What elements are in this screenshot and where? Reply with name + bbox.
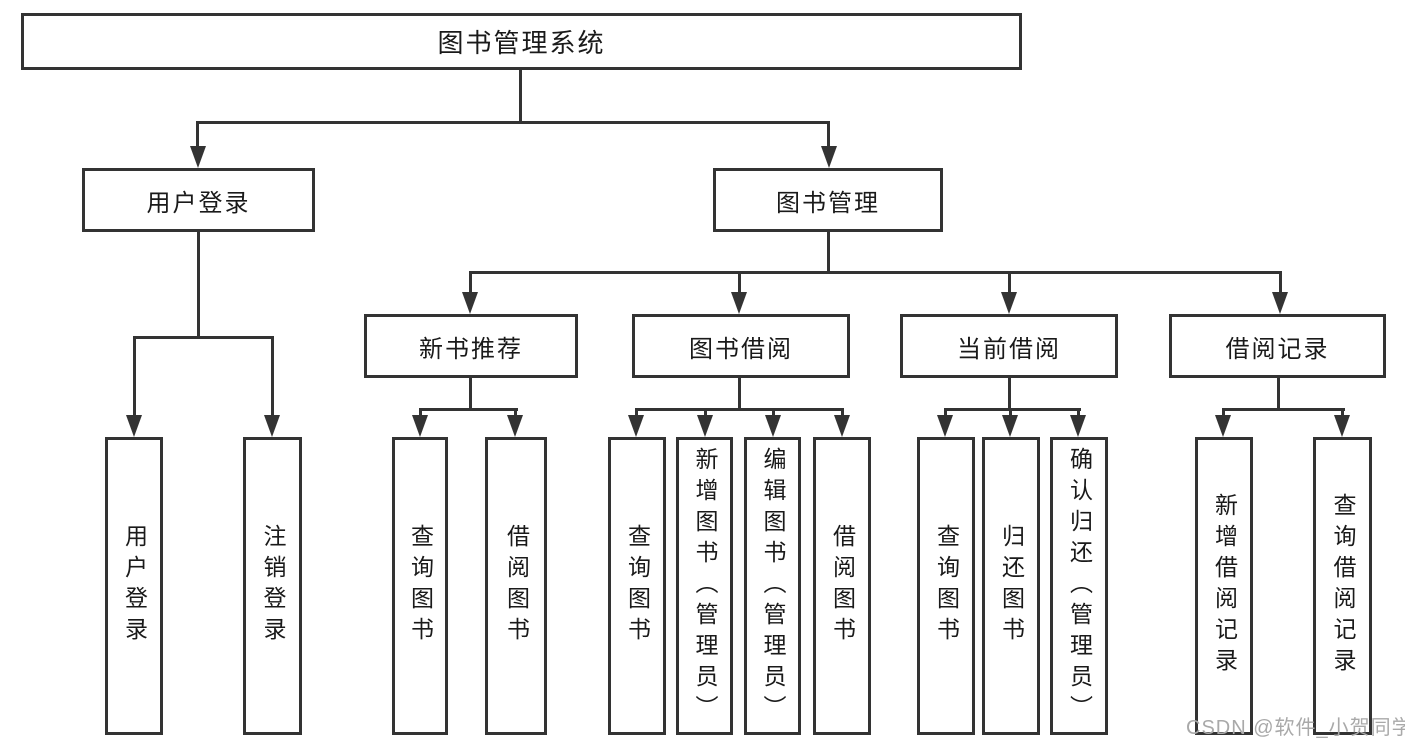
arrow-down-icon <box>628 415 644 437</box>
connector-line <box>1279 271 1282 293</box>
arrow-down-icon <box>190 146 206 168</box>
node-root-label: 图书管理系统 <box>437 28 606 58</box>
leaf-logout-label: 注销登录 <box>260 524 286 648</box>
arrow-down-icon <box>1334 415 1350 437</box>
connector-line <box>738 378 741 410</box>
leaf-logout: 注销登录 <box>243 437 302 735</box>
node-new-book-recommendation: 新书推荐 <box>364 314 578 378</box>
connector-line <box>133 336 136 416</box>
connector-line <box>841 408 844 416</box>
connector-line <box>196 121 199 148</box>
connector-line <box>1008 378 1011 410</box>
node-new-book-recommendation-label: 新书推荐 <box>419 335 523 363</box>
leaf-query-books-borrowing-label: 查询图书 <box>624 524 651 648</box>
leaf-borrow-books-borrowing: 借阅图书 <box>813 437 871 735</box>
node-current-borrowing-label: 当前借阅 <box>957 335 1061 363</box>
node-borrowing-records-label: 借阅记录 <box>1225 335 1330 363</box>
node-user-login: 用户登录 <box>82 168 315 232</box>
leaf-query-borrow-record-label: 查询借阅记录 <box>1330 493 1356 679</box>
leaf-user-login: 用户登录 <box>105 437 163 735</box>
connector-line <box>704 408 707 416</box>
leaf-borrow-books-newbooks: 借阅图书 <box>485 437 547 735</box>
node-book-borrowing-label: 图书借阅 <box>689 335 793 363</box>
connector-line <box>519 70 522 123</box>
connector-line <box>635 408 638 416</box>
arrow-down-icon <box>937 415 953 437</box>
arrow-down-icon <box>1001 292 1017 314</box>
node-book-management: 图书管理 <box>713 168 943 232</box>
node-borrowing-records: 借阅记录 <box>1169 314 1386 378</box>
node-user-login-label: 用户登录 <box>146 189 251 217</box>
arrow-down-icon <box>1002 415 1018 437</box>
connector-line <box>469 271 472 293</box>
arrow-down-icon <box>126 415 142 437</box>
connector-line <box>1077 408 1080 416</box>
arrow-down-icon <box>507 415 523 437</box>
leaf-query-books-current-label: 查询图书 <box>933 524 960 648</box>
leaf-add-borrow-record: 新增借阅记录 <box>1195 437 1253 735</box>
arrow-down-icon <box>1215 415 1231 437</box>
connector-line <box>419 408 422 416</box>
arrow-down-icon <box>1272 292 1288 314</box>
connector-line <box>419 408 518 411</box>
leaf-edit-books-admin: 编辑图书（管理员） <box>744 437 801 735</box>
leaf-return-books: 归还图书 <box>982 437 1040 735</box>
leaf-add-books-admin: 新增图书（管理员） <box>676 437 733 735</box>
node-current-borrowing: 当前借阅 <box>900 314 1118 378</box>
leaf-confirm-return-admin: 确认归还（管理员） <box>1050 437 1108 735</box>
connector-line <box>1009 408 1012 416</box>
connector-line <box>1277 378 1280 410</box>
leaf-borrow-books-newbooks-label: 借阅图书 <box>503 524 530 648</box>
leaf-query-borrow-record: 查询借阅记录 <box>1313 437 1372 735</box>
connector-line <box>944 408 1081 411</box>
connector-line <box>944 408 947 416</box>
arrow-down-icon <box>412 415 428 437</box>
connector-line <box>1222 408 1345 411</box>
connector-line <box>772 408 775 416</box>
leaf-confirm-return-admin-label: 确认归还（管理员） <box>1066 446 1093 726</box>
node-book-borrowing: 图书借阅 <box>632 314 850 378</box>
connector-line <box>469 378 472 410</box>
arrow-down-icon <box>834 415 850 437</box>
connector-line <box>133 336 273 339</box>
connector-line <box>1222 408 1225 416</box>
leaf-query-books-borrowing: 查询图书 <box>608 437 666 735</box>
connector-line <box>197 232 200 338</box>
connector-line <box>469 271 1282 274</box>
leaf-add-borrow-record-label: 新增借阅记录 <box>1211 493 1238 679</box>
connector-line <box>1008 271 1011 293</box>
connector-line <box>514 408 517 416</box>
watermark: CSDN @软件_小贺同学 <box>1186 717 1405 739</box>
connector-line <box>1341 408 1344 416</box>
arrow-down-icon <box>697 415 713 437</box>
leaf-edit-books-admin-label: 编辑图书（管理员） <box>760 446 786 726</box>
node-root: 图书管理系统 <box>21 13 1022 70</box>
connector-line <box>827 232 830 274</box>
leaf-user-login-label: 用户登录 <box>121 524 148 648</box>
connector-line <box>635 408 844 411</box>
arrow-down-icon <box>821 146 837 168</box>
arrow-down-icon <box>264 415 280 437</box>
arrow-down-icon <box>1070 415 1086 437</box>
arrow-down-icon <box>765 415 781 437</box>
connector-line <box>738 271 741 293</box>
leaf-return-books-label: 归还图书 <box>998 524 1025 648</box>
arrow-down-icon <box>462 292 478 314</box>
connector-line <box>271 336 274 416</box>
connector-line <box>196 121 830 124</box>
arrow-down-icon <box>731 292 747 314</box>
leaf-query-books-newbooks-label: 查询图书 <box>407 524 434 648</box>
connector-line <box>827 121 830 148</box>
leaf-add-books-admin-label: 新增图书（管理员） <box>692 446 718 726</box>
leaf-query-books-current: 查询图书 <box>917 437 975 735</box>
leaf-query-books-newbooks: 查询图书 <box>392 437 448 735</box>
node-book-management-label: 图书管理 <box>776 189 880 217</box>
leaf-borrow-books-borrowing-label: 借阅图书 <box>829 524 856 648</box>
